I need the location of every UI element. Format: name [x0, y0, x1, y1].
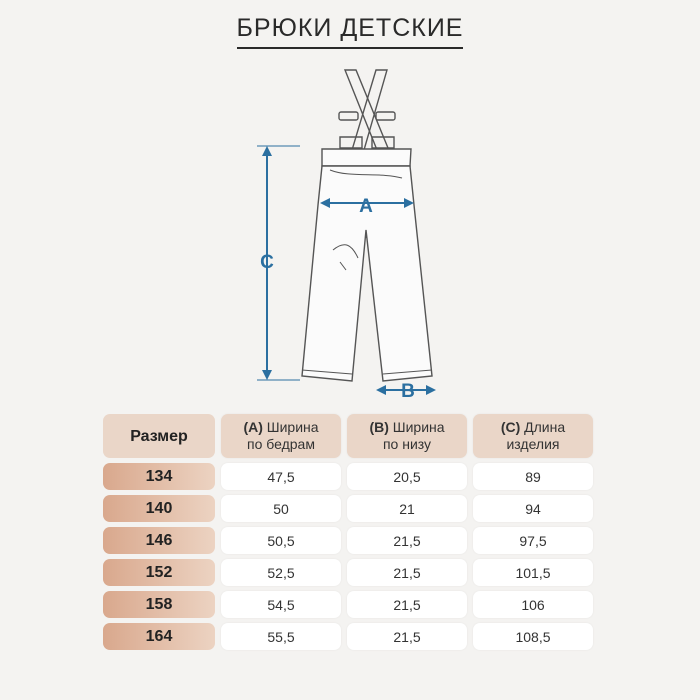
value-a-cell: 54,5: [221, 591, 341, 618]
table-row: 164 55,5 21,5 108,5: [103, 623, 601, 650]
value-b-cell: 21: [347, 495, 467, 522]
label-c: C: [260, 252, 274, 273]
value-c-cell: 97,5: [473, 527, 593, 554]
value-c-cell: 106: [473, 591, 593, 618]
pants-diagram: A B C: [257, 69, 436, 402]
table-row: 158 54,5 21,5 106: [103, 591, 601, 618]
value-b-cell: 21,5: [347, 591, 467, 618]
table-row: 152 52,5 21,5 101,5: [103, 559, 601, 586]
value-b-cell: 21,5: [347, 623, 467, 650]
value-c-cell: 108,5: [473, 623, 593, 650]
page-title: БРЮКИ ДЕТСКИЕ: [0, 14, 700, 49]
size-cell: 134: [103, 463, 215, 490]
value-a-cell: 52,5: [221, 559, 341, 586]
label-a: A: [359, 196, 373, 217]
waistband: [321, 148, 412, 167]
table-row: 140 50 21 94: [103, 495, 601, 522]
value-a-cell: 47,5: [221, 463, 341, 490]
measure-b: [376, 385, 436, 395]
table-row: 134 47,5 20,5 89: [103, 463, 601, 490]
value-a-cell: 50,5: [221, 527, 341, 554]
value-c-cell: 101,5: [473, 559, 593, 586]
value-c-cell: 94: [473, 495, 593, 522]
value-c-cell: 89: [473, 463, 593, 490]
measure-a: [320, 198, 414, 208]
suspenders: [338, 69, 396, 151]
header-size: Размер: [103, 414, 215, 458]
size-cell: 146: [103, 527, 215, 554]
size-cell: 158: [103, 591, 215, 618]
pants-body: [301, 165, 433, 382]
size-cell: 140: [103, 495, 215, 522]
value-a-cell: 55,5: [221, 623, 341, 650]
value-b-cell: 20,5: [347, 463, 467, 490]
label-b: B: [401, 381, 415, 402]
value-b-cell: 21,5: [347, 559, 467, 586]
value-b-cell: 21,5: [347, 527, 467, 554]
measure-c: [257, 145, 300, 381]
table-row: 146 50,5 21,5 97,5: [103, 527, 601, 554]
size-cell: 152: [103, 559, 215, 586]
value-a-cell: 50: [221, 495, 341, 522]
size-cell: 164: [103, 623, 215, 650]
